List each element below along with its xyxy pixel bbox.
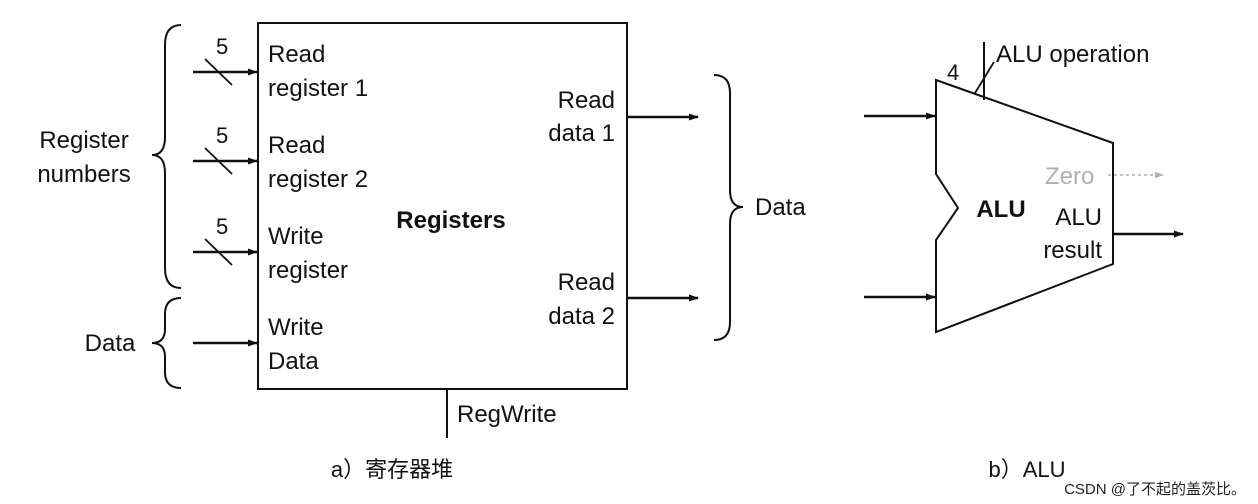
bus-width-label: 5 [216, 34, 228, 59]
input-label-line1: Read [268, 132, 325, 159]
input-label-line1: Read [268, 41, 325, 68]
alu: ALU 4 ALU operation Zero ALU result b）AL… [864, 41, 1184, 482]
alu-operation-bus-slash [974, 61, 995, 94]
register-file: Registers 5 Read register 1 5 Read regis… [37, 22, 806, 482]
input-label-line2: register [268, 257, 348, 284]
alu-caption: b）ALU [988, 457, 1065, 482]
register-numbers-brace [151, 24, 182, 289]
output-label-line2: data 2 [548, 303, 615, 330]
input-label-line2: register 1 [268, 75, 368, 102]
register-file-box [257, 22, 628, 390]
register-numbers-label-line1: Register [39, 127, 128, 154]
output-read-data-2: Read data 2 [548, 269, 699, 330]
regwrite-label: RegWrite [457, 401, 557, 428]
input-write-register: 5 Write register [193, 214, 348, 284]
output-label-line2: data 1 [548, 120, 615, 147]
input-label-line2: register 2 [268, 166, 368, 193]
bus-slash [204, 58, 233, 86]
bus-slash [204, 238, 233, 266]
bus-width-label: 5 [216, 123, 228, 148]
output-label-line1: Read [558, 87, 615, 114]
register-file-label: Registers [396, 207, 505, 234]
register-numbers-label-line2: numbers [37, 161, 130, 188]
output-label-line1: Read [558, 269, 615, 296]
alu-operation-bits: 4 [947, 60, 959, 85]
data-group-label: Data [85, 330, 136, 357]
input-label-line1: Write [268, 223, 324, 250]
alu-body [935, 78, 1114, 334]
alu-result-line1: ALU [1055, 204, 1102, 231]
output-data-label: Data [755, 194, 806, 221]
input-read-register-2: 5 Read register 2 [193, 123, 368, 193]
register-file-caption: a）寄存器堆 [331, 457, 453, 482]
alu-operation-label: ALU operation [996, 41, 1149, 68]
output-read-data-1: Read data 1 [548, 87, 699, 147]
input-read-register-1: 5 Read register 1 [193, 34, 368, 102]
watermark: CSDN @了不起的盖茨比。 [1064, 481, 1246, 498]
input-write-data: Write Data [193, 314, 324, 375]
input-label-line2: Data [268, 348, 319, 375]
input-label-line1: Write [268, 314, 324, 341]
write-data-brace [151, 297, 182, 389]
alu-zero-label: Zero [1045, 163, 1094, 190]
alu-result-line2: result [1043, 237, 1102, 264]
output-data-brace [713, 74, 744, 341]
alu-label: ALU [976, 196, 1025, 223]
bus-width-label: 5 [216, 214, 228, 239]
bus-slash [204, 147, 233, 175]
